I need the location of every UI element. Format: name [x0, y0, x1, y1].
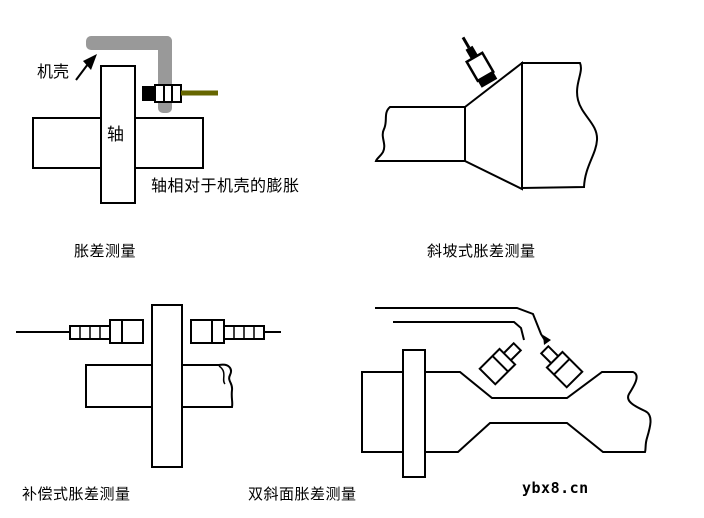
probe-divider	[491, 355, 509, 373]
incline-left-probe-sensor-icon	[478, 341, 523, 386]
probe-cable	[461, 36, 471, 49]
ramp-cone	[464, 60, 523, 191]
probe-divider	[553, 358, 571, 376]
casing-line-upper	[375, 307, 547, 343]
casing-leader-arrow-icon	[75, 54, 97, 81]
diagram-expansion-measurement	[32, 36, 218, 204]
shaft-collar	[100, 65, 136, 204]
casing-arrow-icon	[543, 335, 551, 345]
break-curl	[218, 365, 226, 385]
casing-bracket-horizontal	[86, 36, 172, 50]
caption-expansion-measurement: 胀差测量	[74, 242, 137, 260]
shaft-double-incline	[361, 371, 652, 453]
probe-body	[190, 319, 225, 344]
probe-sensor-icon	[142, 84, 218, 103]
shaft-label: 轴	[107, 125, 124, 145]
thrust-disc	[151, 304, 183, 468]
probe-body	[109, 319, 144, 344]
flange-disc	[402, 349, 426, 478]
casing-label: 机壳	[37, 62, 70, 81]
expansion-note: 轴相对于机壳的膨胀	[151, 176, 300, 195]
diagram-compensation-type	[16, 304, 281, 468]
right-probe-sensor-icon	[190, 319, 281, 344]
caption-ramp-type: 斜坡式胀差测量	[427, 242, 536, 260]
left-probe-sensor-icon	[16, 319, 144, 344]
caption-compensation-type: 补偿式胀差测量	[22, 485, 131, 503]
caption-double-incline-type: 双斜面胀差测量	[248, 485, 357, 503]
probe-tip	[477, 70, 498, 88]
probe-tip	[142, 86, 155, 101]
diagram-ramp-type	[374, 36, 599, 191]
incline-right-probe-sensor-icon	[539, 344, 584, 389]
casing-line-lower	[393, 321, 525, 341]
ramp-probe-sensor-icon	[461, 36, 498, 88]
probe-body	[154, 84, 182, 103]
ramp-large-section	[521, 62, 599, 190]
watermark: ybx8.cn	[522, 479, 589, 497]
probe-body	[478, 347, 517, 386]
ramp-small-shaft	[374, 106, 466, 162]
diagram-double-incline-type	[361, 307, 652, 478]
probe-body	[545, 350, 584, 389]
